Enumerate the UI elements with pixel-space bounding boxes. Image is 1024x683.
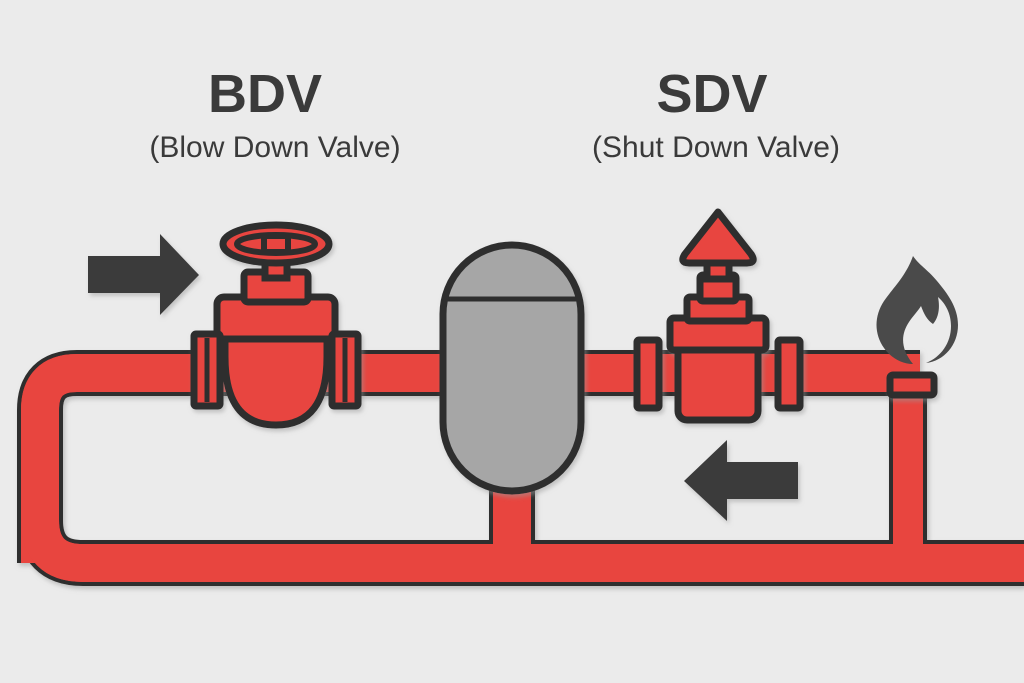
flare-tip-collar bbox=[886, 371, 938, 399]
inlet-flow-arrow bbox=[88, 234, 199, 315]
bdv-subtitle: (Blow Down Valve) bbox=[149, 131, 400, 164]
inlet-arrow-shape bbox=[88, 234, 199, 315]
bdv-handwheel-hub bbox=[261, 233, 291, 255]
shut-down-valve[interactable] bbox=[633, 208, 804, 424]
sdv-subtitle: (Shut Down Valve) bbox=[592, 131, 840, 164]
blow-down-valve[interactable] bbox=[190, 221, 362, 429]
bdv-title: BDV bbox=[208, 64, 322, 124]
sdv-title: SDV bbox=[656, 64, 767, 124]
pipe-joint-cleanup bbox=[21, 354, 1024, 582]
outlet-arrow-shape bbox=[684, 440, 798, 521]
flame-shape bbox=[876, 256, 958, 364]
flare-flame-icon bbox=[876, 256, 958, 364]
process-vessel bbox=[439, 241, 585, 495]
sdv-label-group: SDV (Shut Down Valve) bbox=[592, 64, 840, 164]
vessel-shell bbox=[439, 241, 585, 495]
bdv-label-group: BDV (Blow Down Valve) bbox=[149, 64, 400, 164]
return-flow-arrow bbox=[684, 440, 798, 521]
bdv-body bbox=[221, 333, 331, 429]
sdv-actuator[interactable] bbox=[679, 208, 757, 267]
sdv-flange-left bbox=[633, 336, 663, 412]
sdv-body bbox=[674, 341, 762, 424]
flare-stack bbox=[886, 371, 938, 399]
sdv-flange-right bbox=[774, 336, 804, 412]
